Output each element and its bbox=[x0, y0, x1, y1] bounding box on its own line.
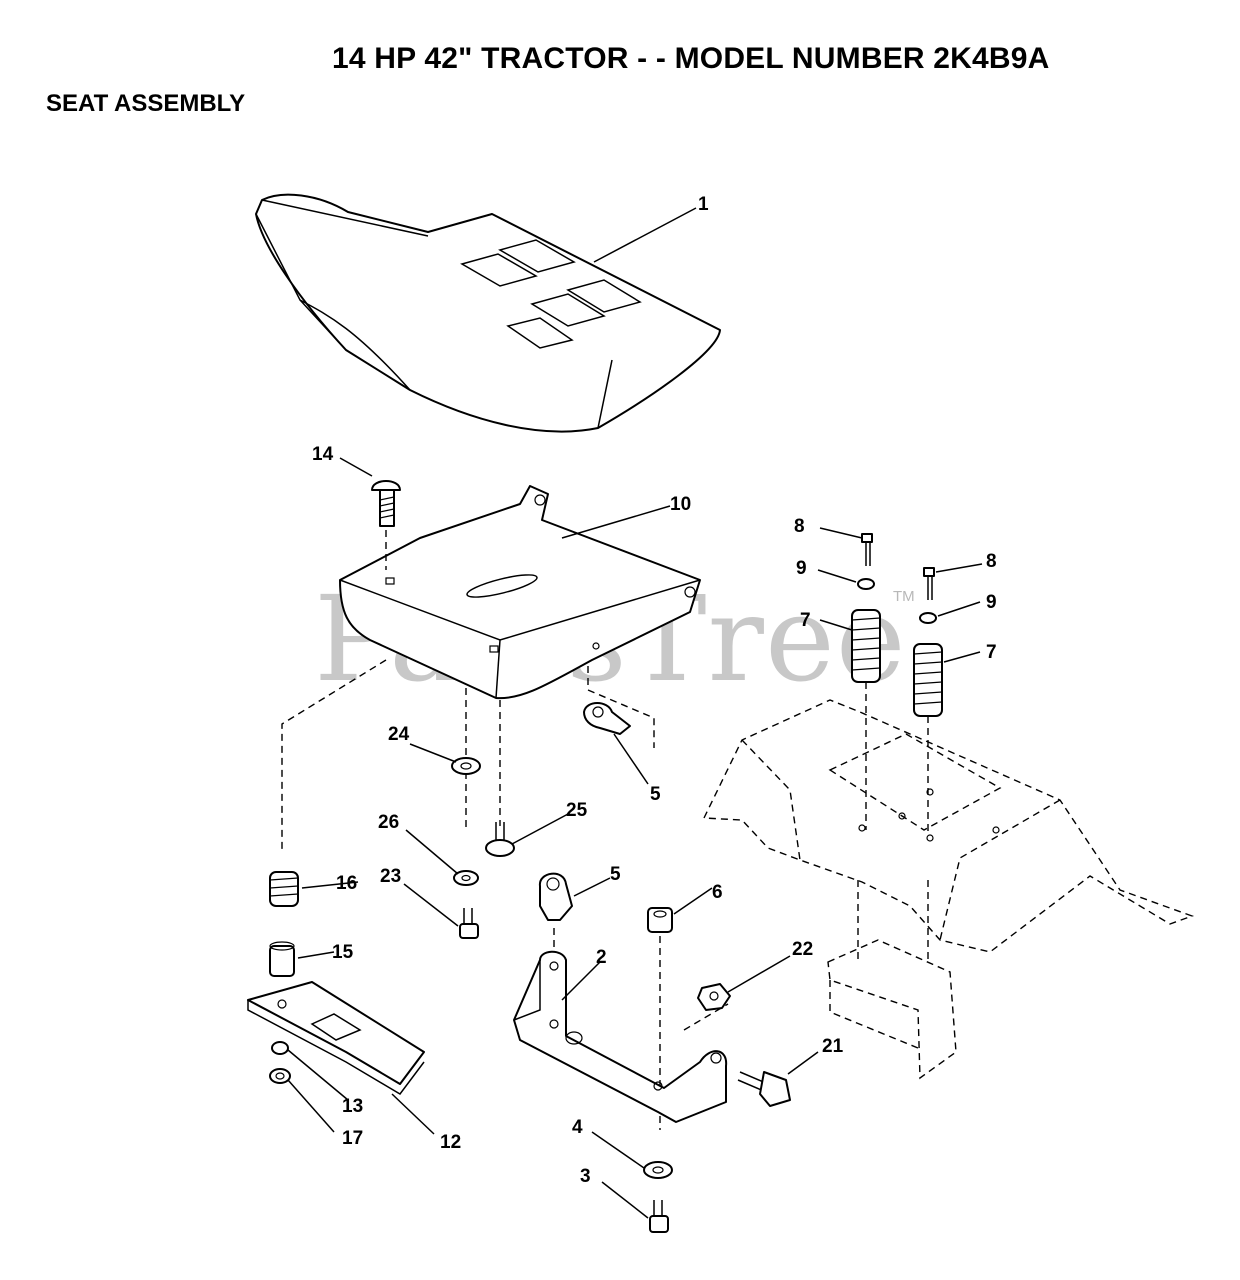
callout-leaders bbox=[287, 207, 983, 1219]
bolt-part-right[interactable] bbox=[923, 567, 935, 600]
diagram-title: 14 HP 42" TRACTOR - - MODEL NUMBER 2K4B9… bbox=[332, 42, 1050, 75]
nut-part-6[interactable] bbox=[647, 907, 673, 933]
callout-9-right: 9 bbox=[986, 592, 997, 613]
seat-part[interactable] bbox=[255, 193, 721, 433]
seat-pan-part[interactable] bbox=[339, 485, 701, 700]
callout-7-right: 7 bbox=[986, 642, 997, 663]
clip-part-upper[interactable] bbox=[583, 702, 631, 735]
callout-22: 22 bbox=[792, 939, 813, 960]
callout-26: 26 bbox=[378, 812, 399, 833]
callout-5-lower: 5 bbox=[610, 864, 621, 885]
spacer-part-15[interactable] bbox=[269, 941, 295, 977]
screw-part-23[interactable] bbox=[459, 908, 479, 939]
callout-3: 3 bbox=[580, 1166, 591, 1187]
callout-21: 21 bbox=[822, 1036, 844, 1057]
callout-23: 23 bbox=[380, 866, 401, 887]
callout-14: 14 bbox=[312, 444, 334, 465]
washer-part-4[interactable] bbox=[643, 1161, 673, 1179]
callout-4: 4 bbox=[572, 1117, 583, 1138]
screw-part-25[interactable] bbox=[485, 822, 515, 857]
spring-part-right[interactable] bbox=[913, 643, 943, 717]
callout-labels: 1 2 3 4 5 5 6 7 7 8 8 9 9 10 12 13 14 15… bbox=[312, 194, 997, 1187]
callout-2: 2 bbox=[596, 947, 607, 968]
watermark-trademark: TM bbox=[893, 588, 915, 605]
spring-part-left[interactable] bbox=[851, 609, 881, 683]
washer-part-24[interactable] bbox=[451, 757, 481, 775]
bolt-part-21[interactable] bbox=[737, 1071, 791, 1107]
callout-8-right: 8 bbox=[986, 551, 997, 572]
bracket-part-2[interactable] bbox=[513, 950, 728, 1123]
callout-1: 1 bbox=[698, 194, 709, 215]
callout-12: 12 bbox=[440, 1132, 461, 1153]
clip-part-lower[interactable] bbox=[538, 872, 573, 921]
callout-15: 15 bbox=[332, 942, 354, 963]
callout-10: 10 bbox=[670, 494, 691, 515]
washer-part-26[interactable] bbox=[453, 870, 479, 886]
bolt-part-left[interactable] bbox=[861, 533, 873, 566]
nut-part-17[interactable] bbox=[269, 1068, 291, 1084]
callout-7-left: 7 bbox=[800, 610, 811, 631]
screw-part-3[interactable] bbox=[649, 1200, 669, 1233]
nut-part-13[interactable] bbox=[271, 1041, 289, 1055]
callout-13: 13 bbox=[342, 1096, 363, 1117]
nut-part-22[interactable] bbox=[697, 983, 731, 1011]
spring-part-16[interactable] bbox=[269, 871, 299, 907]
callout-9-left: 9 bbox=[796, 558, 807, 579]
carriage-bolt-part[interactable] bbox=[371, 480, 401, 527]
callout-8-left: 8 bbox=[794, 516, 805, 537]
callout-24: 24 bbox=[388, 724, 410, 745]
washer-part-left[interactable] bbox=[857, 578, 875, 590]
callout-25: 25 bbox=[566, 800, 588, 821]
washer-part-right[interactable] bbox=[919, 612, 937, 624]
callout-17: 17 bbox=[342, 1128, 363, 1149]
plate-part-12[interactable] bbox=[247, 981, 425, 1095]
section-title: SEAT ASSEMBLY bbox=[46, 90, 246, 117]
callout-5-upper: 5 bbox=[650, 784, 661, 805]
callout-6: 6 bbox=[712, 882, 723, 903]
callout-16: 16 bbox=[336, 873, 357, 894]
tractor-frame-outline bbox=[702, 699, 1195, 1080]
